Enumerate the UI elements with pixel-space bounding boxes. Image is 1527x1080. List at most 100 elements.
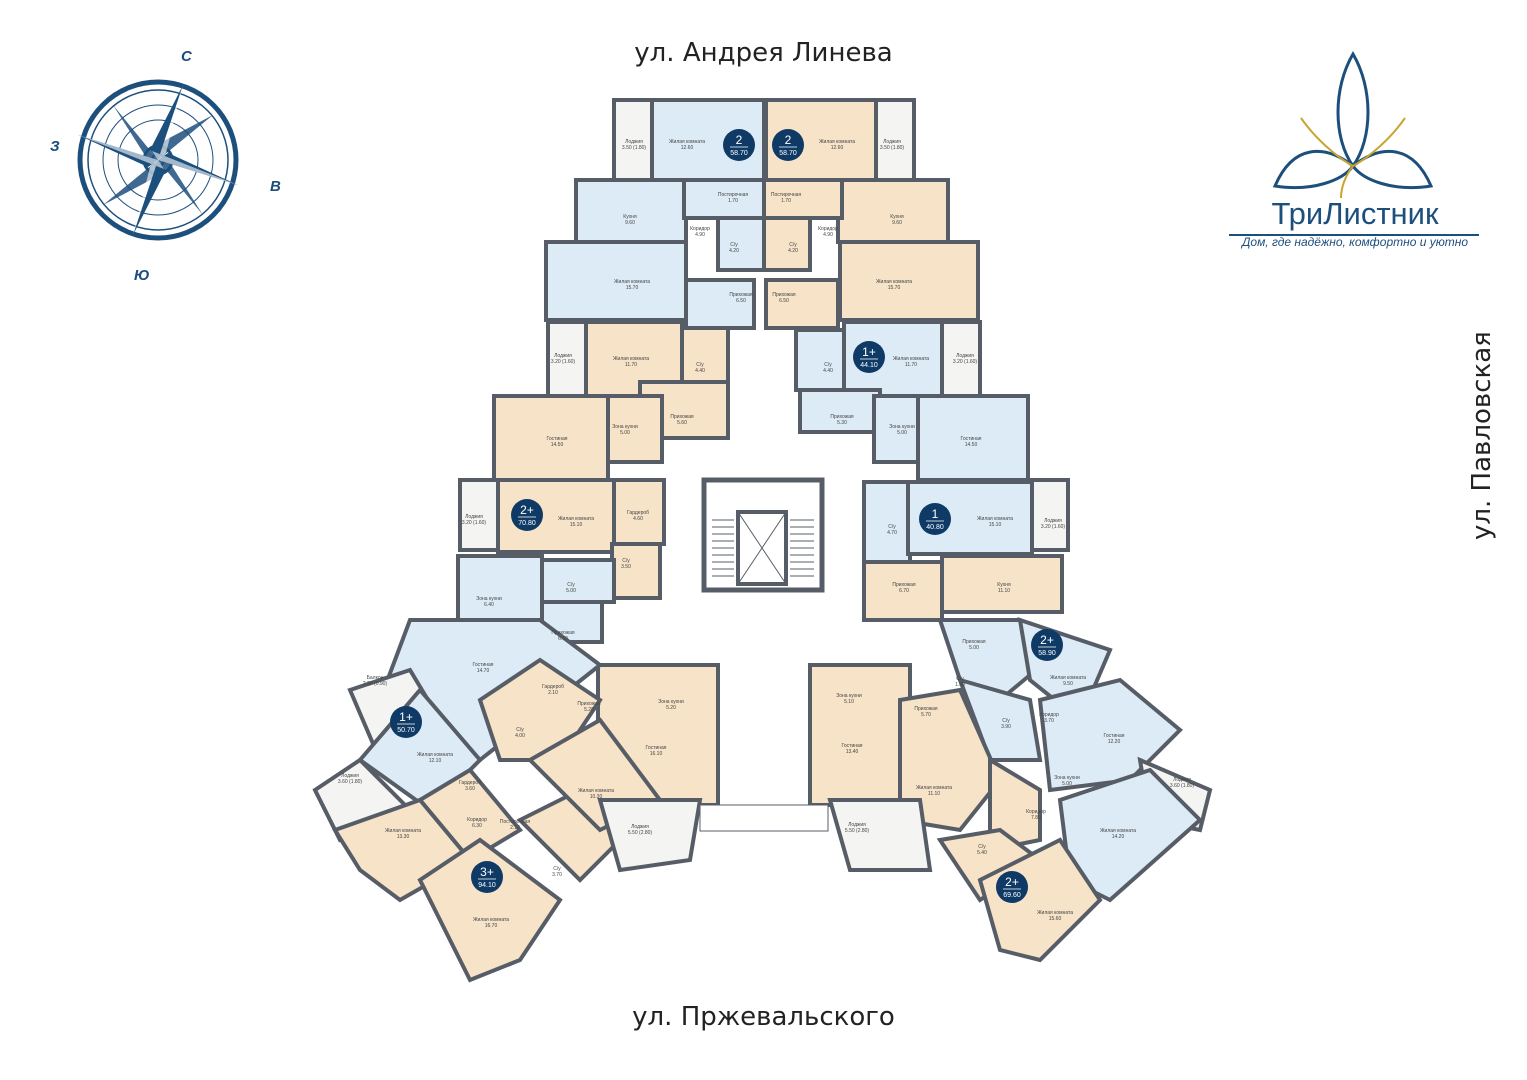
apartment-rooms: 1+ [862,345,876,359]
room-area: 4.40 [695,368,705,374]
room-shape [762,216,812,272]
room-name: Прихожая [670,414,693,420]
room-area: 2.90 (0.90) [363,681,388,687]
room-area: 4.20 [729,248,739,254]
room-name: Прихожая [577,701,600,707]
room-name: С/у [824,362,832,368]
logo-name: ТриЛистник [1271,196,1439,231]
brand-logo: ТриЛистник Дом, где надёжно, комфортно и… [1225,48,1485,258]
compass-rose: С Ю З В [48,45,298,295]
apartment-area: 40.80 [926,524,944,531]
apartment-badge [390,706,422,738]
room-shape [762,178,844,220]
room-area: 1.70 [781,198,791,204]
room-name: Зона кухни [836,693,862,699]
room-name: С/у [567,582,575,588]
apartment-rooms: 2 [785,133,792,147]
room-area: 2.10 [548,690,558,696]
room-name: Жилая комната [578,788,614,794]
room-area: 7.80 [1031,815,1041,821]
room-area: 14.20 [1112,834,1125,840]
room-area: 3.20 (1.60) [462,520,487,526]
room-area: 15.10 [570,522,583,528]
room-shape [684,278,756,330]
apartment-area: 58.90 [1038,650,1056,657]
room-name: Кухня [997,582,1011,588]
room-name: Зона кухни [476,596,502,602]
room-name: С/у [956,676,964,682]
room-shape [612,98,654,184]
apartment-area: 44.10 [860,362,878,369]
room-area: 15.70 [626,285,639,291]
room-area: 14.70 [477,668,490,674]
room-area: 3.50 (1.80) [880,145,905,151]
room-name: Лоджия [341,773,359,779]
room-area: 3.20 (1.60) [953,359,978,365]
room-area: 3.60 [465,786,475,792]
apartment-badge [853,341,885,373]
room-shape [827,798,933,872]
room-name: Жилая комната [1100,828,1136,834]
apartment-badge [772,129,804,161]
room-area: 9.60 [625,220,635,226]
room-area: 3.50 [621,564,631,570]
room-name: Жилая комната [614,279,650,285]
apartment-rooms: 2+ [520,503,534,517]
room-name: Жилая комната [1050,675,1086,681]
room-shape [680,326,730,384]
room-area: 3.60 (1.80) [1170,783,1195,789]
room-name: Зона кухни [1054,775,1080,781]
room-name: Гардероб [542,684,564,690]
room-shape [836,178,950,244]
apartment-badge [996,871,1028,903]
room-area: 6.50 [736,298,746,304]
room-area: 3.70 [1044,718,1054,724]
room-shape [456,554,544,622]
room-area: 15.70 [888,285,901,291]
room-area: 3.60 (1.80) [338,779,363,785]
room-name: Лоджия [883,139,901,145]
room-name: Прихожая [914,706,937,712]
room-shape [597,798,703,873]
room-name: Лоджия [631,824,649,830]
room-name: Лоджия [554,353,572,359]
room-name: Жилая комната [473,917,509,923]
room-name: Жилая комната [893,356,929,362]
room-area: 6.70 [899,588,909,594]
room-area: 15.10 [989,522,1002,528]
room-name: Жилая комната [613,356,649,362]
room-name: Жилая комната [385,828,421,834]
room-name: Жилая комната [916,785,952,791]
room-name: Прихожая [551,630,574,636]
room-area: 6.00 [558,636,568,642]
room-name: С/у [789,242,797,248]
room-name: Балкон [367,675,384,681]
room-area: 12.60 [681,145,694,151]
room-area: 6.40 [484,602,494,608]
